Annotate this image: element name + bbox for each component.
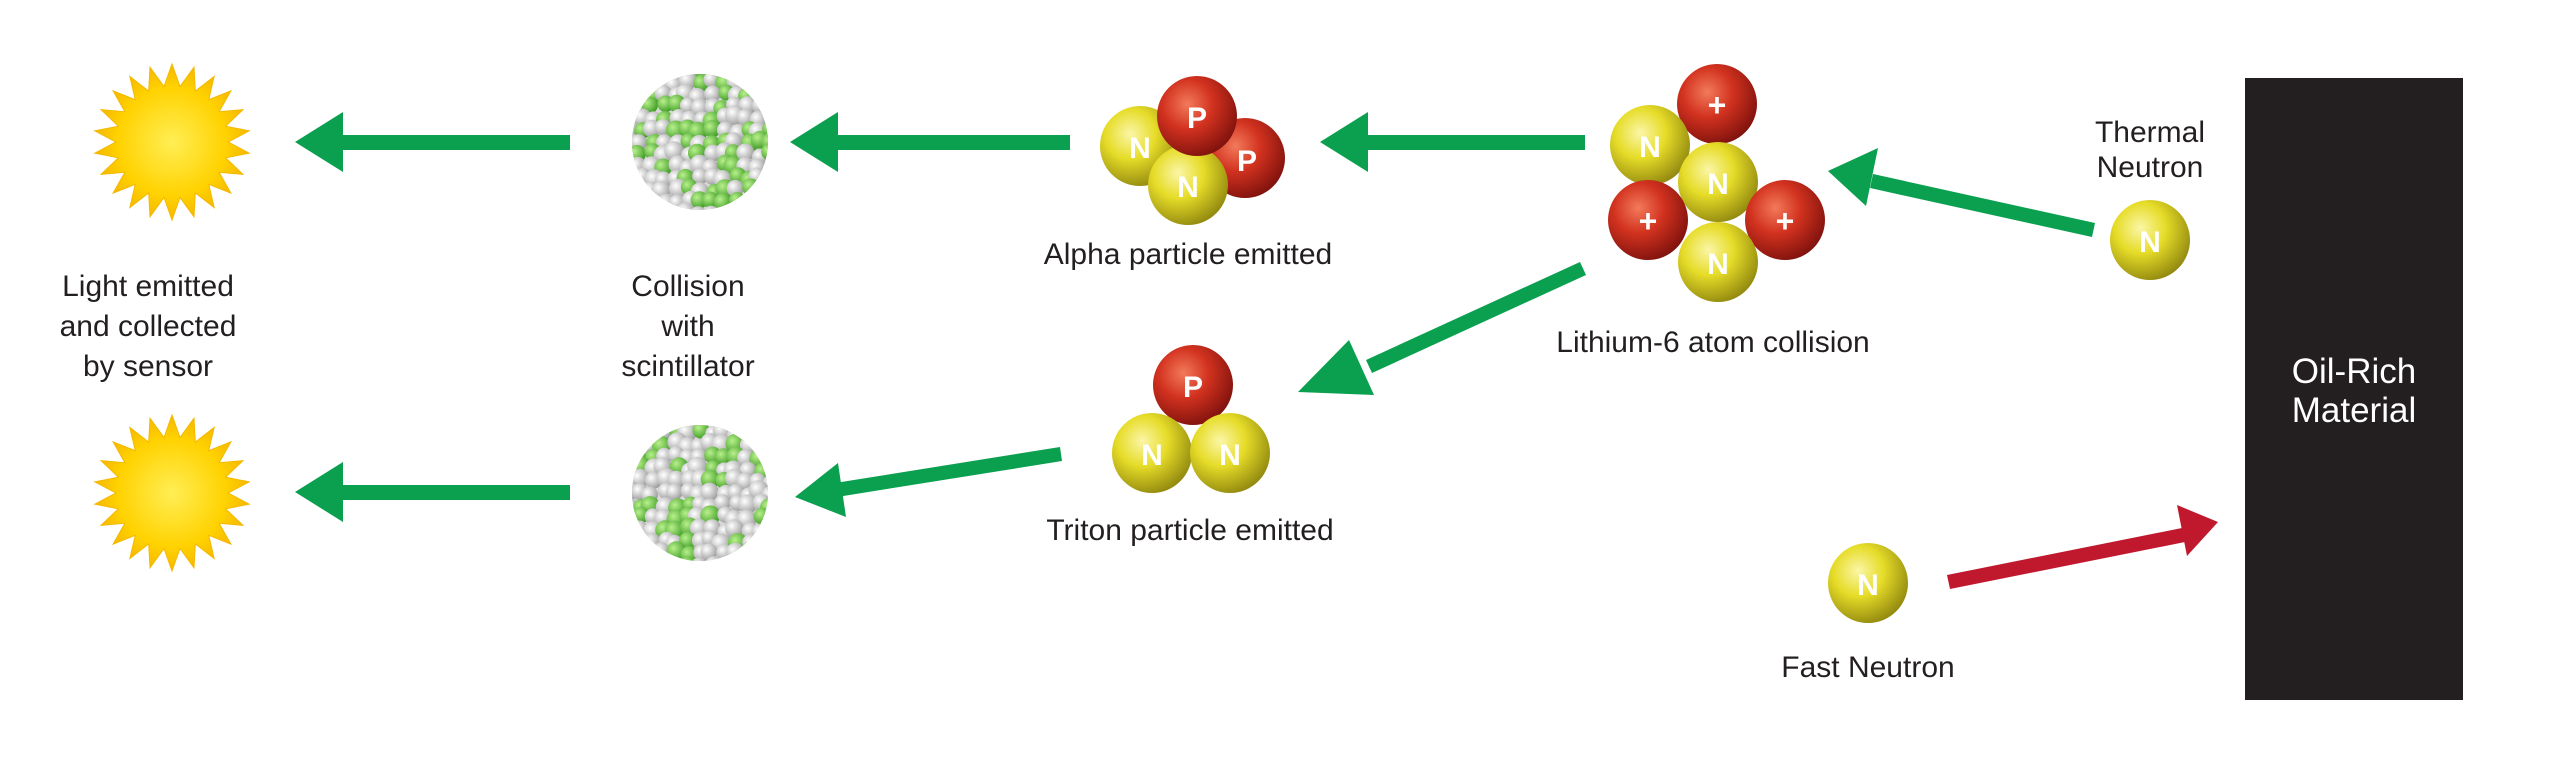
sun-icon-top [93,62,251,222]
scintillator-grain [715,448,732,465]
scintillator-grain [751,523,768,541]
arrow-lithium-to-alpha [1320,112,1585,172]
alpha-particle-label: Alpha particle emitted [1044,238,1333,271]
alpha-particle-cluster: N P N P [1100,76,1285,225]
scintillator-grain [705,556,723,561]
alpha-neutron-label-2: N [1177,171,1199,204]
scintillator-grain [690,557,708,561]
triton-neutron-label-2: N [1219,439,1241,472]
scintillator-grain [726,542,745,561]
thermal-neutron-symbol: N [2139,226,2161,259]
arrow-scintillator-to-light-bottom [295,462,570,522]
scintillator-sphere-bottom [632,425,768,561]
lithium-neutron-label-1: N [1639,131,1661,164]
fast-neutron-label: Fast Neutron [1781,651,1954,684]
material-label-line2: Material [2292,391,2416,430]
arrow-fast-neutron-to-material [1947,505,2218,589]
scintillator-grain [742,178,760,196]
scintillator-grain [703,120,721,138]
scintillator-grain [714,193,732,210]
light-emitted-label: Light emitted and collected by sensor [60,270,237,383]
fast-neutron-particle: N [1828,543,1908,623]
triton-particle-label: Triton particle emitted [1046,514,1333,547]
lithium-6-label: Lithium-6 atom collision [1556,326,1869,359]
lithium-6-atom-cluster: + N N + + N [1608,64,1825,302]
scintillator-grain [753,507,768,525]
collision-label-line3: scintillator [621,350,754,383]
scintillator-grain [742,533,760,552]
scintillator-grain [700,543,718,561]
thermal-label-line2: Neutron [2097,151,2204,184]
scintillator-grain [701,205,721,210]
thermal-label-line1: Thermal [2095,116,2205,149]
scintillator-grain [666,483,683,501]
lithium-neutron-label-3: N [1707,248,1729,281]
arrow-lithium-to-triton [1298,262,1586,395]
scintillator-grain [692,168,709,185]
scintillator-grain [761,143,768,161]
triton-proton-label: P [1183,371,1203,404]
scintillator-sphere-top [632,74,768,210]
light-label-line3: by sensor [83,350,213,383]
alpha-proton-label-2: P [1237,145,1257,178]
thermal-neutron-particle: N [2110,200,2190,280]
lithium-positive-label-2: + [1639,203,1658,239]
lithium-neutron-label-2: N [1707,168,1729,201]
scintillator-grain [737,494,758,514]
collision-label: Collision with scintillator [621,270,754,383]
triton-neutron-label-1: N [1141,439,1163,472]
sun-icon-bottom [93,413,251,573]
collision-label-line2: with [660,310,714,343]
scintillator-grain [679,556,696,561]
oil-rich-material-block: Oil-Rich Material [2245,78,2463,700]
material-label-line1: Oil-Rich [2292,352,2416,391]
scintillator-grain [700,482,719,502]
scintillator-grain [704,85,721,103]
scintillator-grain [714,494,731,511]
alpha-neutron-label-1: N [1129,132,1151,165]
arrow-alpha-to-scintillator [790,112,1070,172]
fast-neutron-symbol: N [1857,569,1879,602]
triton-particle-cluster: P N N [1112,345,1270,493]
lithium-positive-label-1: + [1708,87,1727,123]
thermal-neutron-label: Thermal Neutron [2095,116,2205,184]
light-label-line2: and collected [60,310,237,343]
scintillator-grain [643,533,661,551]
scintillator-grain [676,202,695,210]
collision-label-line1: Collision [631,270,744,303]
scintillator-grain [729,192,746,209]
arrow-scintillator-to-light-top [295,112,570,172]
arrow-thermal-neutron-to-lithium [1828,148,2095,237]
light-label-line1: Light emitted [62,270,234,303]
arrow-triton-to-scintillator [795,447,1062,517]
lithium-positive-label-3: + [1776,203,1795,239]
alpha-proton-label-1: P [1187,102,1207,135]
scintillator-grain [736,143,755,162]
